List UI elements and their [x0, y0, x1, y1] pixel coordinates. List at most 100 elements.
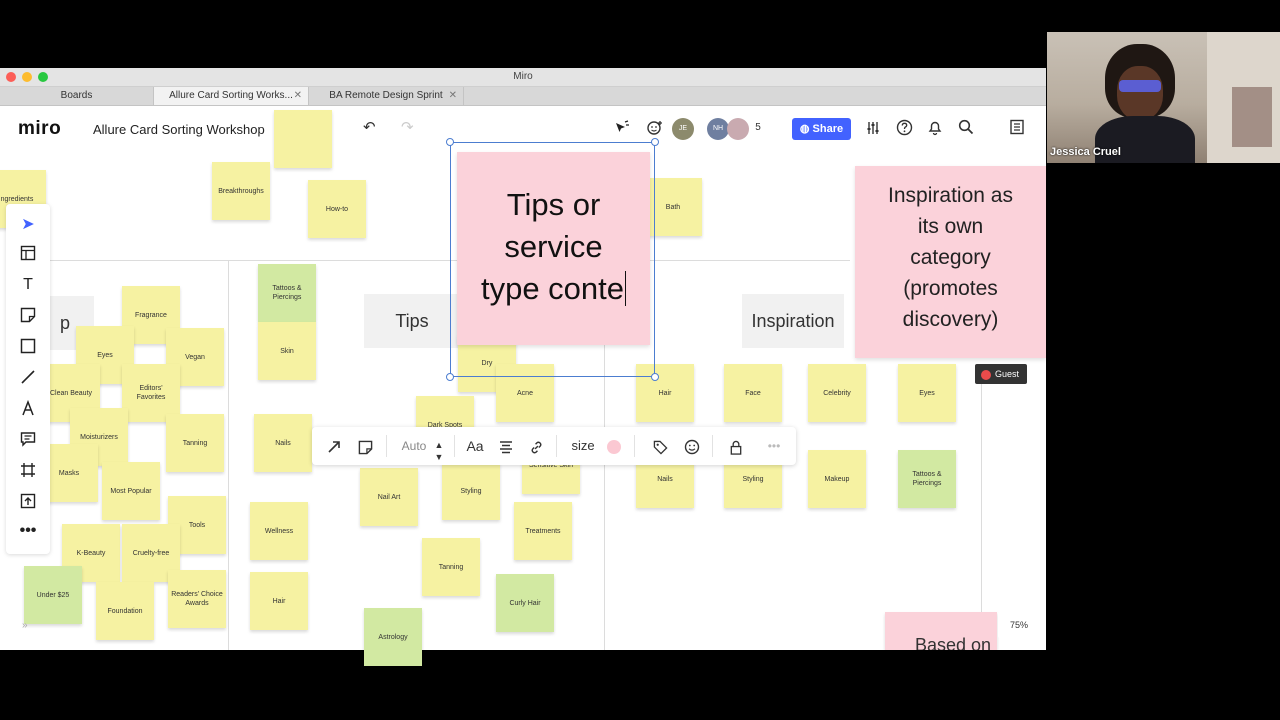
text-tool-icon[interactable]: T — [23, 276, 33, 293]
help-icon[interactable] — [896, 119, 913, 140]
share-button[interactable]: ◍ Share — [792, 118, 851, 140]
note-line: service — [504, 229, 603, 264]
tag-icon[interactable] — [650, 427, 670, 465]
sticky-note-tool-icon[interactable] — [6, 307, 50, 328]
sticky-note[interactable]: Celebrity — [808, 364, 866, 422]
sticky-note[interactable]: Treatments — [514, 502, 572, 560]
sticky-note[interactable]: Most Popular — [102, 462, 160, 520]
sticky-note[interactable]: Nails — [254, 414, 312, 472]
sticky-note[interactable]: Foundation — [96, 582, 154, 640]
sticky-note[interactable]: Tanning — [422, 538, 480, 596]
sticky-note[interactable]: Styling — [442, 462, 500, 520]
sticky-note[interactable]: Tattoos & Piercings — [258, 264, 316, 322]
sticky-note[interactable] — [274, 110, 332, 168]
sticky-note[interactable]: Under $25 — [24, 566, 82, 624]
close-tab-icon[interactable]: ✕ — [448, 90, 457, 101]
tab-boards[interactable]: Boards — [0, 87, 154, 105]
sticky-note[interactable]: Acne — [496, 364, 554, 422]
avatar[interactable] — [727, 118, 749, 140]
collaborator-count[interactable]: 5 — [755, 122, 761, 133]
frame-title-inspiration[interactable]: Inspiration — [742, 294, 844, 348]
tab-label: Boards — [60, 90, 93, 101]
avatar[interactable]: NH — [707, 118, 729, 140]
tab-label: BA Remote Design Sprint — [329, 90, 443, 101]
redo-icon[interactable]: ↷ — [401, 119, 414, 136]
switch-type-icon[interactable] — [324, 427, 344, 465]
sticky-note[interactable]: Tattoos & Piercings — [898, 450, 956, 508]
board-menu-icon[interactable] — [1009, 119, 1025, 139]
shape-tool-icon[interactable] — [6, 338, 50, 359]
sticky-note[interactable]: Breakthroughs — [212, 162, 270, 220]
reaction-add-icon[interactable] — [646, 119, 664, 141]
upload-tool-icon[interactable] — [6, 493, 50, 514]
participant-body — [1095, 116, 1195, 163]
templates-icon[interactable] — [6, 245, 50, 266]
pen-tool-icon[interactable] — [6, 399, 50, 421]
select-tool-icon[interactable]: ➤ — [21, 216, 35, 233]
resize-handle[interactable] — [446, 138, 454, 146]
sticky-note[interactable]: How-to — [308, 180, 366, 238]
divider — [556, 435, 557, 457]
tab-allure-card-sorting[interactable]: Allure Card Sorting Works... ✕ — [154, 87, 309, 105]
sticky-note[interactable]: Face — [724, 364, 782, 422]
zoom-window-button[interactable] — [38, 72, 48, 82]
avatar[interactable]: JE — [672, 118, 694, 140]
more-tools-icon[interactable]: ••• — [19, 522, 37, 539]
sticky-note[interactable]: Hair — [636, 364, 694, 422]
sticky-note[interactable]: Eyes — [898, 364, 956, 422]
sticky-note[interactable]: Editors' Favorites — [122, 364, 180, 422]
sticky-note[interactable]: Wellness — [250, 502, 308, 560]
left-toolbar: ➤ T ••• — [6, 204, 50, 554]
participant-face — [1117, 66, 1163, 120]
frame-title-tips[interactable]: Tips — [364, 294, 460, 348]
miro-logo[interactable]: miro — [18, 118, 62, 139]
tab-ba-remote-design-sprint[interactable]: BA Remote Design Sprint ✕ — [309, 87, 464, 105]
frame-tool-icon[interactable] — [6, 462, 50, 483]
align-text-icon[interactable] — [496, 427, 516, 465]
close-tab-icon[interactable]: ✕ — [293, 90, 302, 101]
line-tool-icon[interactable] — [6, 369, 50, 390]
sticky-note[interactable]: Tanning — [166, 414, 224, 472]
note-line: type conte — [480, 271, 625, 306]
more-options-icon[interactable]: ••• — [767, 439, 781, 453]
comment-tool-icon[interactable] — [6, 431, 50, 452]
sticky-note[interactable]: Makeup — [808, 450, 866, 508]
cursor-follow-icon[interactable] — [613, 120, 631, 140]
resize-handle[interactable] — [651, 373, 659, 381]
sticky-note[interactable]: Bath — [644, 178, 702, 236]
divider — [386, 435, 387, 457]
sticky-note-inspiration[interactable]: Inspiration as its own category (promote… — [855, 166, 1046, 358]
sticky-type-icon[interactable] — [354, 427, 376, 465]
size-button[interactable]: size — [571, 438, 595, 453]
expand-panel-icon[interactable]: » — [22, 620, 28, 631]
resize-handle[interactable] — [446, 373, 454, 381]
sticky-note[interactable]: Curly Hair — [496, 574, 554, 632]
minimize-window-button[interactable] — [22, 72, 32, 82]
font-style-button[interactable]: Aa — [466, 438, 484, 454]
guest-avatar — [981, 369, 991, 380]
close-window-button[interactable] — [6, 72, 16, 82]
lock-icon[interactable] — [726, 427, 746, 465]
board-name[interactable]: Allure Card Sorting Workshop — [93, 122, 265, 137]
emoji-reaction-icon[interactable] — [682, 427, 702, 465]
selected-sticky-note[interactable]: Tips or service type conte — [457, 152, 650, 345]
sticky-note[interactable]: Hair — [250, 572, 308, 630]
sticky-note-pink[interactable]: Based on — [885, 612, 997, 650]
color-picker-swatch[interactable] — [604, 427, 624, 465]
sticky-note[interactable]: Readers' Choice Awards — [168, 570, 226, 628]
search-icon[interactable] — [958, 119, 974, 139]
undo-icon[interactable]: ↶ — [363, 119, 376, 136]
link-icon[interactable] — [526, 427, 546, 465]
zoom-level[interactable]: 75% — [998, 612, 1040, 638]
font-size-stepper-icon[interactable]: ▲▼ — [434, 440, 444, 462]
font-size-mode[interactable]: Auto — [401, 439, 427, 453]
tab-label: Allure Card Sorting Works... — [169, 90, 293, 101]
resize-handle[interactable] — [651, 138, 659, 146]
notifications-bell-icon[interactable] — [927, 119, 943, 140]
sticky-note[interactable]: Astrology — [364, 608, 422, 666]
sticky-note[interactable]: Skin — [258, 322, 316, 380]
settings-sliders-icon[interactable] — [865, 120, 881, 140]
sticky-note[interactable]: Nail Art — [360, 468, 418, 526]
note-text-editor[interactable]: Tips or service type conte — [457, 184, 650, 310]
note-line: Tips or — [506, 187, 601, 222]
